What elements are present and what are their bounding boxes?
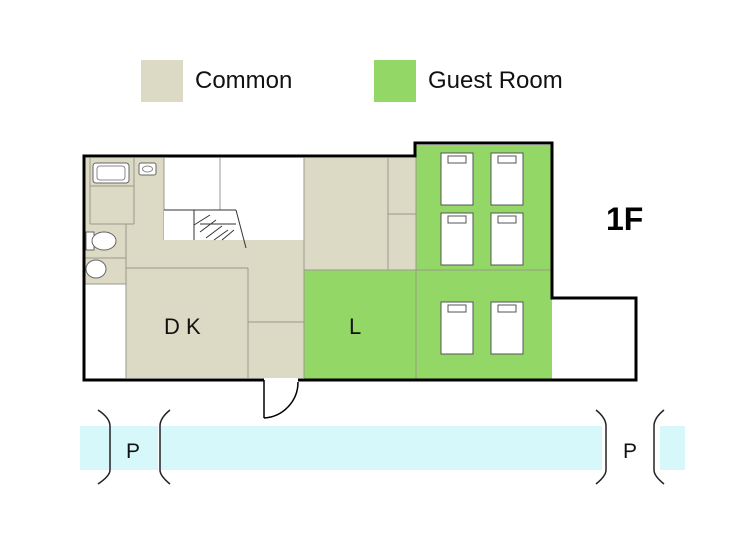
guest-room-area: [304, 145, 552, 379]
parking-strip-right: [660, 426, 685, 470]
staircase: [164, 209, 247, 249]
parking-bracket: [653, 409, 665, 485]
outer-wall: [82, 141, 638, 382]
parking-label-right: P: [623, 440, 638, 463]
legend-label-guest-room: Guest Room: [428, 67, 563, 94]
washbasin-icon: [85, 259, 107, 279]
bed-icon: [490, 301, 524, 355]
legend-swatch-common: [141, 60, 183, 102]
entrance-door: [263, 380, 299, 419]
floor-label: 1F: [606, 201, 644, 237]
parking-strip-left: [80, 426, 158, 470]
sink-icon: [138, 162, 157, 176]
legend-swatch-guest-room: [374, 60, 416, 102]
parking-bracket: [97, 409, 111, 485]
bed-icon: [440, 301, 474, 355]
parking-bracket: [595, 409, 607, 485]
legend-label-common: Common: [195, 67, 293, 94]
interior-walls: [84, 145, 552, 379]
bed-icon: [440, 152, 474, 206]
room-label-living: L: [349, 314, 362, 339]
bed-icon: [490, 152, 524, 206]
parking-label-left: P: [126, 440, 141, 463]
bathtub-icon: [92, 162, 130, 184]
parking-strip-center: [160, 426, 602, 470]
bed-icon: [490, 212, 524, 266]
parking-bracket: [159, 409, 171, 485]
room-label-dk: D K: [164, 314, 201, 339]
toilet-icon: [85, 231, 117, 251]
bed-icon: [440, 212, 474, 266]
